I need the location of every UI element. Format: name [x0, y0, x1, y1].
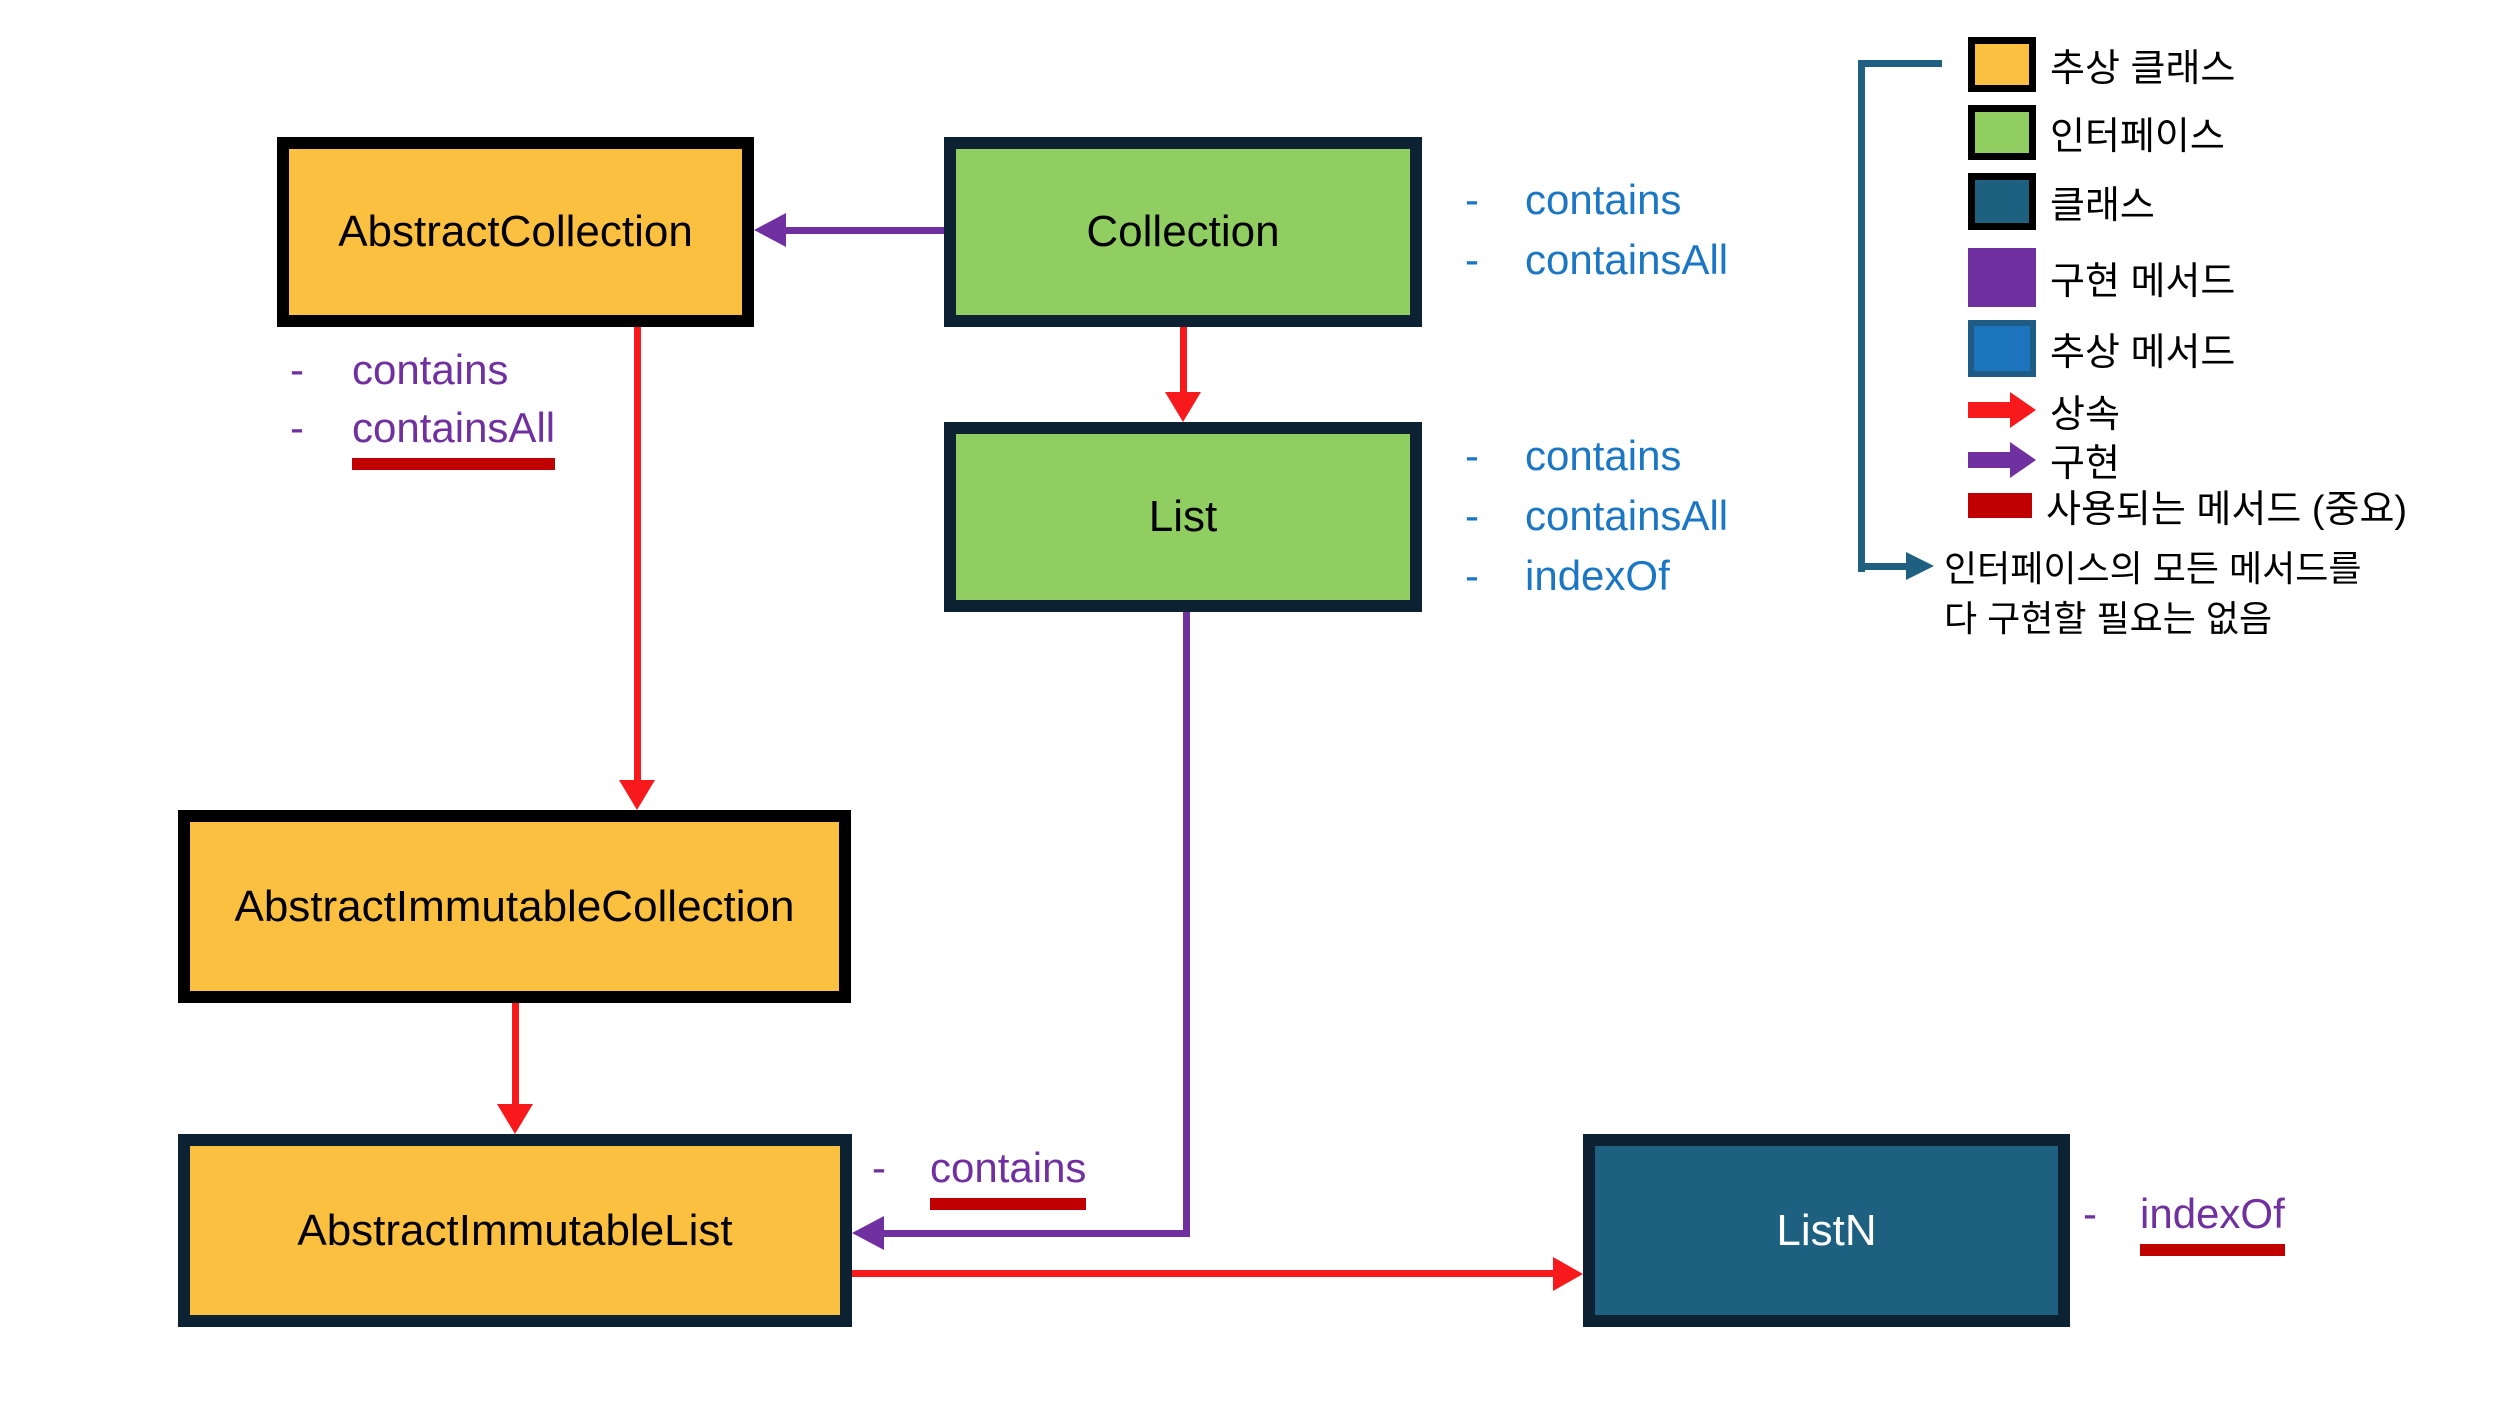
implemented-method-swatch: [1968, 248, 2036, 307]
legend-item-implementation: 구현: [1968, 441, 2120, 485]
legend-item-class: 클래스: [1968, 173, 2155, 230]
inheritance-arrow-icon: [1968, 392, 2036, 428]
class-box-listn: ListN: [1583, 1134, 2070, 1327]
method-item: - contains: [1465, 432, 1728, 492]
legend-bracket-bottom: [1858, 563, 1906, 570]
method-item: - indexOf: [1465, 552, 1728, 612]
legend-label: 추상 메서드: [2050, 332, 2236, 374]
method-item: - indexOf: [2083, 1190, 2285, 1256]
implementation-arrow-icon: [1968, 441, 2036, 478]
class-box-abstract-immutable-collection: AbstractImmutableCollection: [178, 810, 851, 1003]
implements-arrow-list-to-abstractimmutablelist-head: [852, 1216, 884, 1250]
class-box-label: ListN: [1776, 1205, 1877, 1255]
legend-note: 인터페이스의 모든 메서드를 다 구현할 필요는 없음: [1944, 544, 2361, 644]
method-dash: -: [1465, 432, 1479, 479]
method-label: containsAll: [1525, 236, 1729, 283]
class-box-label: AbstractImmutableList: [297, 1205, 733, 1255]
method-dash: -: [1465, 176, 1479, 223]
legend-item-implemented-method: 구현 메서드: [1968, 248, 2235, 307]
method-label-underlined: indexOf: [2140, 1190, 2285, 1256]
method-label: contains: [1525, 432, 1682, 479]
legend-label: 추상 클래스: [2050, 48, 2236, 90]
method-label: contains: [352, 346, 509, 393]
class-box-abstract-collection: AbstractCollection: [277, 137, 754, 327]
method-label-underlined: containsAll: [352, 404, 556, 470]
inheritance-arrow-abstractimmutablelist-to-listn-head: [1553, 1257, 1583, 1291]
method-item: - containsAll: [290, 404, 556, 470]
annotation-abstractimmutablelist-methods: - contains: [872, 1144, 1087, 1210]
legend-note-line1: 인터페이스의 모든 메서드를: [1944, 548, 2362, 589]
legend-bracket-vertical: [1858, 60, 1865, 572]
method-label: contains: [1525, 176, 1682, 223]
method-item: - contains: [872, 1144, 1087, 1210]
legend-item-used-method: 사용되는 메서드 (중요): [1968, 489, 2407, 531]
legend-label: 상속: [2050, 393, 2120, 436]
method-label-underlined: contains: [930, 1144, 1087, 1210]
method-dash: -: [872, 1144, 886, 1191]
legend-note-line2: 다 구현할 필요는 없음: [1944, 598, 2273, 639]
legend-bracket-arrowhead: [1906, 552, 1934, 580]
method-dash: -: [290, 404, 304, 451]
class-swatch: [1968, 173, 2036, 230]
class-box-label: AbstractImmutableCollection: [234, 881, 795, 931]
inheritance-arrow-collection-to-list-line: [1180, 327, 1187, 394]
inheritance-arrow-abstractimmutablecollection-to-abstractimmutablelist-head: [497, 1104, 533, 1134]
implements-arrow-collection-to-abstractcollection-head: [754, 213, 786, 247]
inheritance-arrow-abstractimmutablecollection-to-abstractimmutablelist-line: [512, 1003, 519, 1105]
legend-label: 클래스: [2050, 185, 2155, 227]
method-item: - containsAll: [1465, 236, 1728, 296]
inheritance-arrow-abstractimmutablelist-to-listn-line: [852, 1270, 1557, 1277]
method-label: containsAll: [1525, 492, 1729, 539]
inheritance-arrow-abstractcollection-to-abstractimmutablecollection-line: [634, 327, 641, 783]
annotation-list-methods: - contains - containsAll - indexOf: [1465, 432, 1728, 612]
legend-label: 사용되는 메서드 (중요): [2046, 489, 2408, 531]
legend-item-inheritance: 상속: [1968, 392, 2120, 436]
used-method-bar-icon: [1968, 493, 2032, 518]
method-item: - contains: [1465, 176, 1728, 236]
method-dash: -: [290, 346, 304, 393]
method-dash: -: [1465, 236, 1479, 283]
annotation-abstractcollection-methods: - contains - containsAll: [290, 346, 556, 470]
method-dash: -: [2083, 1190, 2097, 1237]
abstract-class-swatch: [1968, 37, 2036, 92]
inheritance-arrow-collection-to-list-head: [1165, 392, 1201, 422]
legend-label: 인터페이스: [2050, 116, 2225, 158]
legend-bracket-top: [1858, 60, 1942, 67]
interface-box-label: Collection: [1086, 207, 1280, 256]
class-box-label: AbstractCollection: [338, 207, 693, 256]
implements-arrow-list-to-abstractimmutablelist-horizontal: [880, 1230, 1190, 1237]
legend-label: 구현: [2050, 443, 2120, 485]
legend-item-abstract-method: 추상 메서드: [1968, 320, 2235, 377]
legend-label: 구현 메서드: [2050, 261, 2236, 303]
implements-arrow-list-to-abstractimmutablelist-vertical: [1183, 612, 1190, 1234]
interface-swatch: [1968, 105, 2036, 160]
abstract-method-swatch: [1968, 320, 2036, 377]
method-item: - containsAll: [1465, 492, 1728, 552]
method-dash: -: [1465, 552, 1479, 599]
method-dash: -: [1465, 492, 1479, 539]
interface-box-list: List: [944, 422, 1422, 612]
implements-arrow-collection-to-abstractcollection-line: [786, 227, 944, 234]
interface-box-label: List: [1148, 492, 1218, 541]
inheritance-arrow-abstractcollection-to-abstractimmutablecollection-head: [619, 780, 655, 810]
method-label: indexOf: [1525, 552, 1670, 599]
interface-box-collection: Collection: [944, 137, 1422, 327]
legend-item-interface: 인터페이스: [1968, 105, 2225, 160]
legend-item-abstract-class: 추상 클래스: [1968, 37, 2235, 92]
class-box-abstract-immutable-list: AbstractImmutableList: [178, 1134, 852, 1327]
annotation-collection-methods: - contains - containsAll: [1465, 176, 1728, 296]
annotation-listn-methods: - indexOf: [2083, 1190, 2285, 1256]
method-item: - contains: [290, 346, 555, 404]
